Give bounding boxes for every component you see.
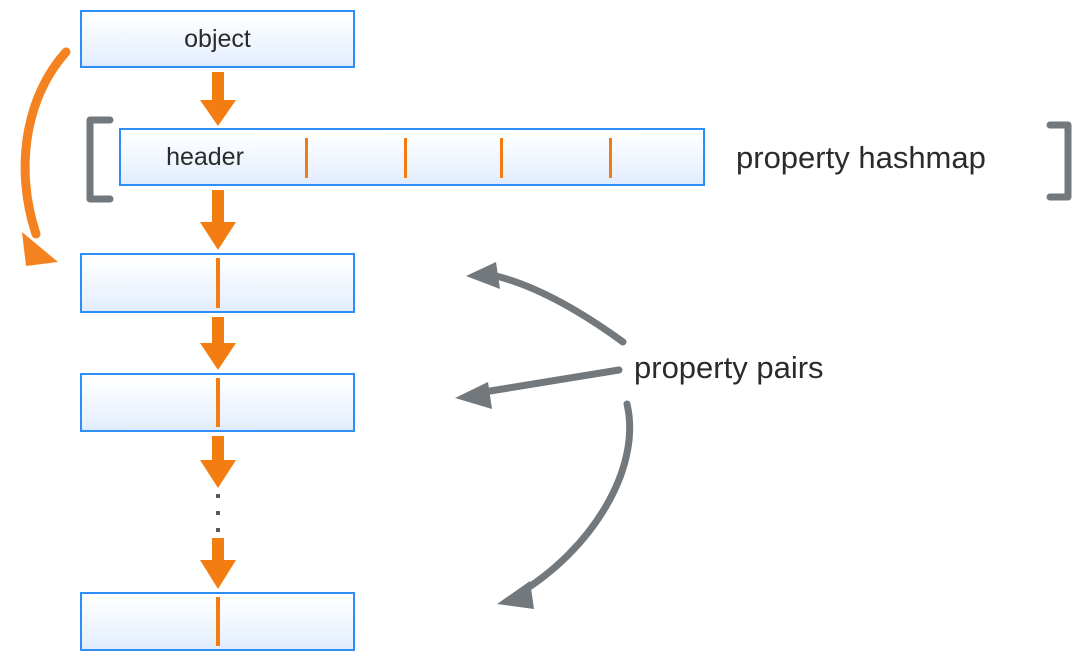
- object-box-label: object: [184, 24, 251, 53]
- ellipsis-dot-2: [216, 511, 220, 515]
- header-row-box[interactable]: [119, 128, 705, 186]
- header-slot-tick-3: [500, 138, 503, 178]
- object-box[interactable]: [80, 10, 355, 68]
- orange-arrow-ellipsis-to-pair-n: [200, 538, 236, 589]
- property-pairs-label: property pairs: [634, 350, 824, 385]
- gray-arrow-to-lower-pair: [497, 400, 634, 609]
- gray-arrow-to-upper-pair: [466, 262, 627, 346]
- header-row-label: header: [166, 142, 244, 171]
- property-pair-divider-1: [216, 258, 220, 308]
- right-bracket: [1046, 121, 1072, 201]
- ellipsis-dot-3: [216, 528, 220, 532]
- orange-arrow-object-back-reference: [20, 47, 71, 266]
- ellipsis-dot-1: [216, 494, 220, 498]
- header-slot-tick-1: [305, 138, 308, 178]
- property-hashmap-label: property hashmap: [736, 140, 986, 175]
- orange-arrow-object-to-header: [200, 72, 236, 126]
- property-pair-divider-n: [216, 597, 220, 646]
- orange-arrow-pair-2-to-ellipsis: [200, 436, 236, 488]
- gray-arrow-to-middle-pair: [455, 366, 623, 409]
- orange-arrow-header-to-pair-1: [200, 190, 236, 250]
- header-slot-tick-2: [404, 138, 407, 178]
- property-pair-divider-2: [216, 378, 220, 427]
- left-bracket: [86, 116, 114, 203]
- orange-arrow-pair-1-to-pair-2: [200, 317, 236, 370]
- header-slot-tick-4: [609, 138, 612, 178]
